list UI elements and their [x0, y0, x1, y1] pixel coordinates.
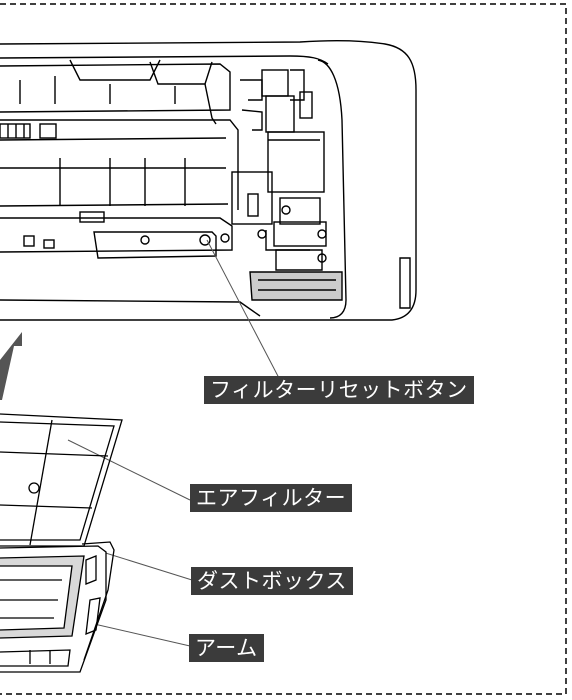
air-conditioner-unit — [0, 39, 417, 321]
dust-box — [0, 541, 115, 673]
air-filter — [0, 413, 123, 547]
leader-filter — [67, 439, 191, 501]
dust-box-label: ダストボックス — [191, 567, 353, 595]
dashed-frame — [0, 3, 567, 695]
leader-dust — [95, 549, 193, 581]
up-arrow — [0, 332, 22, 400]
leader-reset — [206, 239, 281, 381]
filter-reset-button-label: フィルターリセットボタン — [204, 376, 474, 404]
leader-lines — [67, 239, 281, 647]
arm-label: アーム — [189, 634, 264, 662]
air-filter-label: エアフィルター — [190, 484, 353, 512]
